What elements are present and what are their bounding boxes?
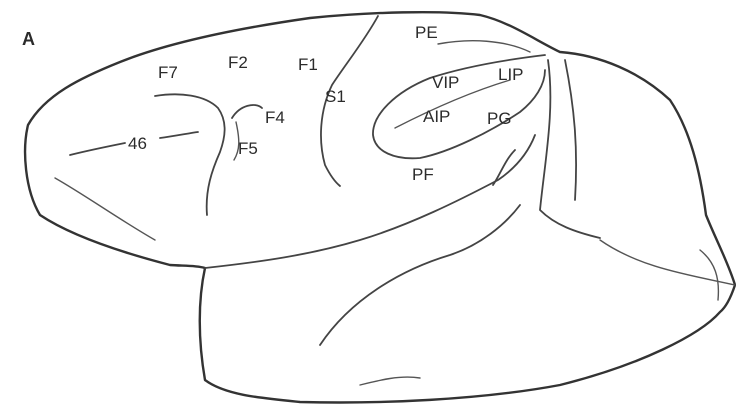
arcuate-sulcus [155,94,225,215]
label-aip: AIP [423,107,450,126]
label-pf: PF [412,165,434,184]
panel-label: A [22,29,35,49]
label-s1: S1 [325,87,346,106]
arcuate-spur [232,105,262,118]
pe-border [438,41,530,52]
superior-temporal-sulcus [320,205,520,345]
brain-outline [25,12,735,402]
label-pe: PE [415,23,438,42]
label-f5: F5 [238,139,258,158]
label-lip: LIP [498,65,524,84]
label-46: 46 [128,134,147,153]
principal-sulcus [70,143,125,155]
principal-sulcus-rostral [160,132,198,138]
temporal-lower-line [360,377,420,385]
label-f7: F7 [158,63,178,82]
occipital-tip-curve [700,250,718,300]
occipital-sulcus [565,60,576,200]
label-f2: F2 [228,53,248,72]
label-f1: F1 [298,55,318,74]
label-pg: PG [487,109,512,128]
label-vip: VIP [432,73,459,92]
occipital-lower-curve [600,240,735,285]
label-f4: F4 [265,108,285,127]
pg-border [493,150,515,185]
